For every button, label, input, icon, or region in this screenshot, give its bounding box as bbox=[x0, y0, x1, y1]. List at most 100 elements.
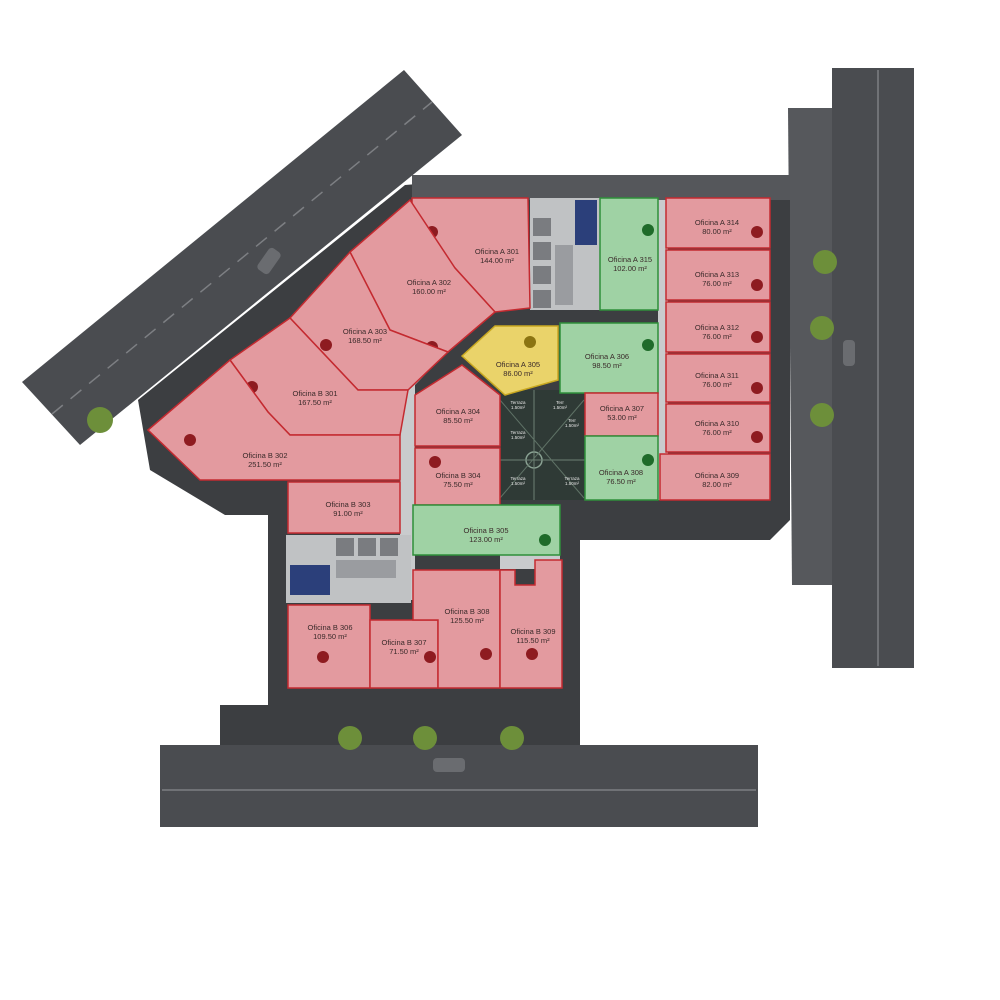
unit-shape[interactable] bbox=[412, 504, 561, 556]
unit-area: 71.50 m² bbox=[389, 647, 419, 656]
terrace-area: 1.50m² bbox=[511, 435, 526, 440]
unit-area: 168.50 m² bbox=[348, 336, 382, 345]
restroom-2 bbox=[290, 565, 330, 595]
unit-area: 123.00 m² bbox=[469, 535, 503, 544]
stair-1 bbox=[555, 245, 573, 305]
unit-area: 91.00 m² bbox=[333, 509, 363, 518]
elevator-1 bbox=[533, 218, 551, 236]
light-fixture-icon bbox=[642, 224, 654, 236]
unit-name: Oficina B 301 bbox=[292, 389, 337, 398]
unit-name: Oficina A 310 bbox=[695, 419, 739, 428]
light-fixture-icon bbox=[751, 331, 763, 343]
car-icon bbox=[843, 340, 855, 366]
unit-name: Oficina A 305 bbox=[496, 360, 540, 369]
unit-area: 76.50 m² bbox=[606, 477, 636, 486]
unit-area: 98.50 m² bbox=[592, 361, 622, 370]
unit-name: Oficina B 303 bbox=[325, 500, 370, 509]
unit-name: Oficina A 314 bbox=[695, 218, 739, 227]
unit-name: Oficina B 304 bbox=[435, 471, 480, 480]
unit-shape[interactable] bbox=[659, 453, 771, 501]
unit-area: 80.00 m² bbox=[702, 227, 732, 236]
unit-shape[interactable] bbox=[599, 197, 659, 311]
core-details bbox=[290, 200, 597, 595]
unit-shape[interactable] bbox=[287, 604, 371, 689]
atrium: Terraza1.50m²Terr1.50m²Terraza1.50m²Terr… bbox=[499, 390, 585, 500]
unit-name: Oficina B 305 bbox=[463, 526, 508, 535]
unit-shape[interactable] bbox=[499, 559, 563, 689]
unit-shape[interactable] bbox=[146, 358, 401, 481]
tree-icon bbox=[813, 250, 837, 274]
unit-shape[interactable] bbox=[665, 197, 771, 249]
light-fixture-icon bbox=[320, 339, 332, 351]
terrace-label: Terraza bbox=[510, 400, 526, 405]
unit-shape[interactable] bbox=[584, 435, 659, 501]
unit-area: 167.50 m² bbox=[298, 398, 332, 407]
light-fixture-icon bbox=[429, 456, 441, 468]
unit-name: Oficina A 304 bbox=[436, 407, 480, 416]
unit-name: Oficina B 309 bbox=[510, 627, 555, 636]
unit-name: Oficina A 306 bbox=[585, 352, 629, 361]
unit-shape[interactable] bbox=[665, 403, 771, 453]
unit-name: Oficina B 306 bbox=[307, 623, 352, 632]
terrace-label: Terraza bbox=[564, 476, 580, 481]
south-road bbox=[160, 745, 758, 827]
restroom-1 bbox=[575, 200, 597, 245]
car-icon bbox=[257, 247, 281, 275]
unit-area: 86.00 m² bbox=[503, 369, 533, 378]
unit-name: Oficina B 308 bbox=[444, 607, 489, 616]
diagonal-road-lane-line bbox=[51, 101, 433, 415]
terrace-area: 1.50m² bbox=[565, 423, 580, 428]
unit-name: Oficina B 307 bbox=[381, 638, 426, 647]
terrace-label: Terraza bbox=[510, 476, 526, 481]
light-fixture-icon bbox=[642, 339, 654, 351]
unit-area: 53.00 m² bbox=[607, 413, 637, 422]
light-fixture-icon bbox=[480, 648, 492, 660]
tree-icon bbox=[338, 726, 362, 750]
unit-name: Oficina A 312 bbox=[695, 323, 739, 332]
elevator-7 bbox=[380, 538, 398, 556]
light-fixture-icon bbox=[751, 226, 763, 238]
unit-shape[interactable] bbox=[665, 249, 771, 301]
unit-area: 160.00 m² bbox=[412, 287, 446, 296]
light-fixture-icon bbox=[184, 434, 196, 446]
tree-icon bbox=[413, 726, 437, 750]
street-ne-corner bbox=[788, 108, 832, 585]
light-fixture-icon bbox=[424, 651, 436, 663]
unit-area: 76.00 m² bbox=[702, 428, 732, 437]
unit-area: 76.00 m² bbox=[702, 332, 732, 341]
terrace-area: 1.50m² bbox=[511, 481, 526, 486]
tree-icon bbox=[500, 726, 524, 750]
light-fixture-icon bbox=[539, 534, 551, 546]
elevator-6 bbox=[358, 538, 376, 556]
light-fixture-icon bbox=[642, 454, 654, 466]
light-fixture-icon bbox=[751, 431, 763, 443]
unit-name: Oficina A 315 bbox=[608, 255, 652, 264]
unit-shape[interactable] bbox=[665, 301, 771, 353]
unit-shape[interactable] bbox=[287, 481, 401, 534]
car-icon bbox=[433, 758, 465, 772]
unit-shape[interactable] bbox=[414, 364, 501, 447]
unit-shape[interactable] bbox=[665, 353, 771, 403]
unit-area: 82.00 m² bbox=[702, 480, 732, 489]
sidewalk-north bbox=[412, 175, 790, 200]
